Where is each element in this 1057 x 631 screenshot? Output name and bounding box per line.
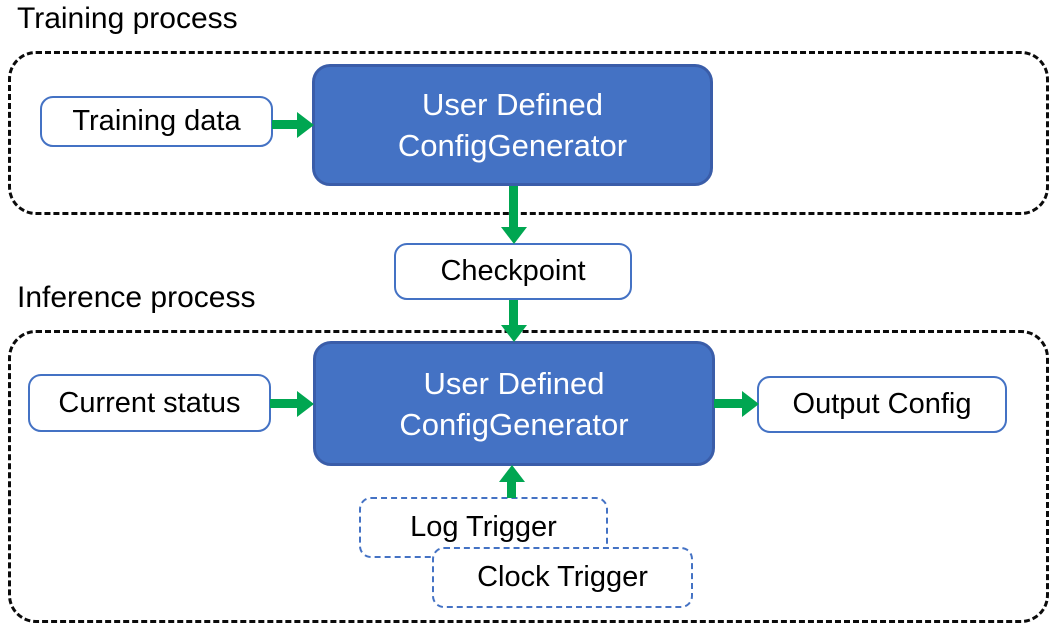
- current-status-label: Current status: [58, 386, 241, 419]
- arrow-shaft: [714, 399, 742, 408]
- log-trigger-label: Log Trigger: [410, 511, 557, 543]
- output-config-label: Output Config: [792, 388, 972, 420]
- training-process-label: Training process: [17, 2, 238, 35]
- arrow-shaft: [509, 300, 518, 325]
- training-config-generator-line1: User Defined: [422, 87, 603, 122]
- arrow-shaft: [507, 482, 516, 498]
- arrow-triggers-to-generator: [498, 465, 525, 498]
- arrow-shaft: [270, 399, 297, 408]
- arrow-training-data-to-generator: [272, 111, 314, 138]
- arrow-head-right-icon: [297, 390, 314, 417]
- clock-trigger-box: Clock Trigger: [432, 547, 693, 608]
- arrow-shaft: [509, 186, 518, 227]
- inference-config-generator-line2: ConfigGenerator: [399, 406, 629, 442]
- training-config-generator-box: User Defined ConfigGenerator: [312, 64, 713, 186]
- inference-config-generator-box: User Defined ConfigGenerator: [313, 341, 715, 466]
- arrow-head-right-icon: [742, 390, 759, 417]
- arrow-generator-to-checkpoint: [500, 186, 527, 244]
- arrow-head-down-icon: [500, 325, 527, 342]
- output-config-box: Output Config: [757, 376, 1007, 433]
- current-status-box: Current status: [28, 374, 271, 432]
- training-data-label: Training data: [72, 105, 241, 137]
- checkpoint-label: Checkpoint: [440, 255, 586, 287]
- inference-process-container: [8, 330, 1049, 623]
- training-process-container: [8, 51, 1049, 215]
- arrow-generator-to-output-config: [714, 390, 759, 417]
- arrow-head-up-icon: [498, 465, 525, 482]
- checkpoint-box: Checkpoint: [394, 243, 632, 300]
- arrow-head-right-icon: [297, 111, 314, 138]
- training-config-generator-line2: ConfigGenerator: [397, 128, 628, 163]
- arrow-shaft: [272, 120, 297, 129]
- inference-config-generator-line1: User Defined: [423, 365, 605, 401]
- inference-process-label: Inference process: [17, 281, 256, 314]
- arrow-checkpoint-to-generator: [500, 300, 527, 342]
- training-data-box: Training data: [40, 96, 273, 147]
- arrow-head-down-icon: [500, 227, 527, 244]
- clock-trigger-label: Clock Trigger: [477, 561, 648, 593]
- arrow-current-status-to-generator: [270, 390, 314, 417]
